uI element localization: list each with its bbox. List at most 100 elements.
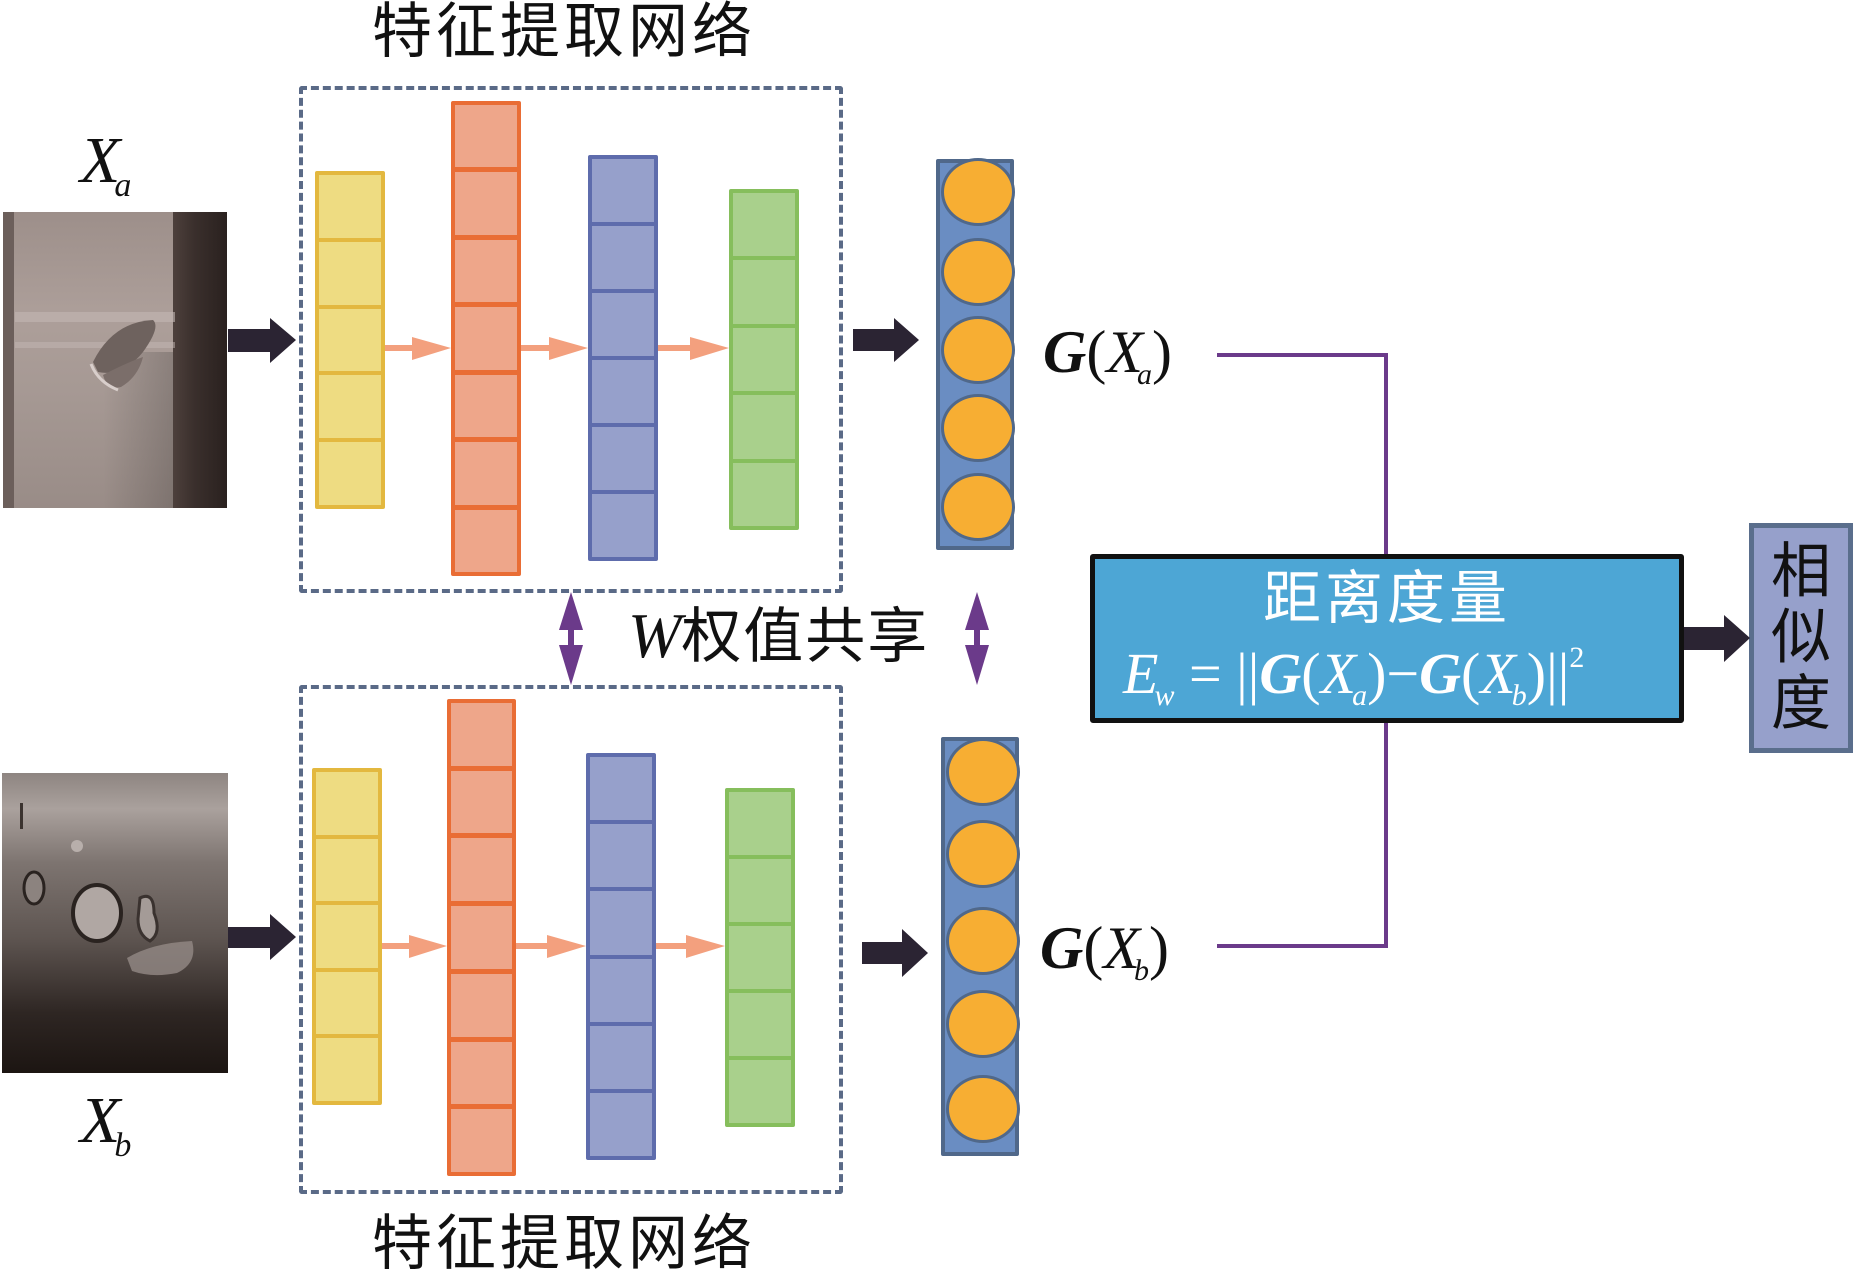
layer-cell xyxy=(590,1021,652,1089)
formula-p2-open: ( xyxy=(1461,641,1481,706)
branch-a-layer-3 xyxy=(588,155,658,561)
feature-vector-b xyxy=(941,737,1020,1156)
bottom-branch-title: 特征提取网络 xyxy=(372,1209,756,1279)
output-a-x: X xyxy=(1106,319,1143,385)
output-a-g: G xyxy=(1043,319,1087,385)
layer-cell xyxy=(319,237,381,305)
feature-node xyxy=(941,473,1015,541)
branch-b-layer-1 xyxy=(312,768,382,1105)
arrow-input-a-icon xyxy=(228,318,296,363)
layer-cell xyxy=(733,193,795,256)
branch-a-layer-4 xyxy=(729,189,799,530)
layer-cell xyxy=(729,1056,791,1123)
layer-cell xyxy=(592,356,654,423)
layer-cell xyxy=(592,289,654,356)
layer-cell xyxy=(729,922,791,989)
layer-cell xyxy=(451,703,512,766)
layer-cell xyxy=(590,820,652,887)
feature-extraction-box-a xyxy=(299,86,843,593)
layer-cell xyxy=(592,490,654,557)
formula-e: E xyxy=(1123,641,1159,706)
branch-b-layer-2 xyxy=(447,699,516,1176)
distance-formula: Ew = ||G(Xa)−G(Xb)||2 xyxy=(1123,643,1584,711)
layer-cell xyxy=(592,222,654,289)
feature-vector-a xyxy=(936,158,1015,550)
weight-sharing-text: 权值共享 xyxy=(681,602,930,672)
layer-cell xyxy=(455,167,517,234)
layer-cell xyxy=(590,1088,652,1156)
formula-norm-close: || xyxy=(1546,641,1570,706)
layer-cell xyxy=(451,765,512,834)
similarity-char-2: 似 xyxy=(1771,603,1831,673)
input-image-b xyxy=(2,773,228,1073)
layer-cell xyxy=(733,256,795,323)
input-a-var: X xyxy=(80,124,121,197)
formula-x1-sub: a xyxy=(1352,679,1368,712)
layer-cell xyxy=(451,1104,512,1172)
arrow-input-b-icon xyxy=(228,914,296,960)
input-b-var: X xyxy=(80,1084,121,1157)
feature-node xyxy=(946,907,1020,975)
formula-p1-close: ) xyxy=(1367,641,1387,706)
input-a-subscript: a xyxy=(114,167,132,204)
feature-node xyxy=(941,158,1015,226)
feature-extraction-box-b xyxy=(299,685,843,1194)
arrow-vector-b-icon xyxy=(862,929,928,977)
similarity-char-1: 相 xyxy=(1771,537,1831,607)
formula-x2: X xyxy=(1480,641,1516,706)
connector-a xyxy=(1217,353,1388,554)
layer-cell xyxy=(590,887,652,954)
arrow-vector-a-icon xyxy=(853,318,919,362)
layer-cell xyxy=(316,1034,378,1101)
layer-cell xyxy=(451,901,512,969)
layer-cell xyxy=(316,967,378,1035)
weight-symbol: W xyxy=(628,600,682,671)
output-b-g: G xyxy=(1040,915,1084,981)
formula-e-sub: w xyxy=(1154,679,1175,712)
formula-p2-close: ) xyxy=(1526,641,1547,706)
formula-equals: = xyxy=(1174,641,1237,706)
feature-node xyxy=(941,394,1015,462)
layer-cell xyxy=(455,437,517,504)
feature-node xyxy=(946,738,1020,806)
output-b-label: G(Xb) xyxy=(1040,918,1169,986)
input-b-subscript: b xyxy=(114,1127,132,1164)
output-a-paren-close: ) xyxy=(1151,319,1172,385)
input-image-a xyxy=(3,212,227,508)
layer-cell xyxy=(319,304,381,372)
layer-cell xyxy=(455,234,517,302)
distance-metric-box: 距离度量 Ew = ||G(Xa)−G(Xb)||2 xyxy=(1090,554,1684,723)
layer-cell xyxy=(455,369,517,437)
formula-norm-open: || xyxy=(1236,641,1260,706)
output-a-subscript: a xyxy=(1136,358,1152,391)
formula-p1-open: ( xyxy=(1301,641,1321,706)
branch-b-layer-3 xyxy=(586,753,656,1160)
layer-cell xyxy=(455,105,517,167)
arrow-similarity-icon xyxy=(1684,615,1750,662)
layer-cell xyxy=(733,323,795,391)
output-a-label: G(Xa) xyxy=(1043,322,1172,390)
output-b-subscript: b xyxy=(1133,954,1149,987)
weight-sharing-label: W权值共享 xyxy=(628,604,929,668)
layer-cell xyxy=(451,968,512,1037)
formula-g2: G xyxy=(1419,641,1461,706)
layer-cell xyxy=(590,954,652,1022)
weight-share-arrow-left-icon xyxy=(559,592,583,685)
top-branch-title: 特征提取网络 xyxy=(372,0,756,67)
output-a-paren-open: ( xyxy=(1086,319,1107,385)
layer-cell xyxy=(319,175,381,238)
output-b-x: X xyxy=(1103,915,1140,981)
feature-node xyxy=(941,238,1015,306)
formula-power: 2 xyxy=(1569,641,1585,674)
output-b-paren-open: ( xyxy=(1083,915,1104,981)
feature-node xyxy=(941,316,1015,384)
feature-node xyxy=(946,990,1020,1058)
similarity-box: 相 似 度 xyxy=(1749,523,1853,753)
layer-cell xyxy=(590,757,652,820)
similarity-char-3: 度 xyxy=(1771,669,1831,739)
layer-cell xyxy=(316,901,378,968)
distance-metric-title: 距离度量 xyxy=(1262,564,1511,632)
layer-cell xyxy=(316,772,378,835)
input-a-label: Xa xyxy=(80,128,131,203)
branch-b-layer-4 xyxy=(725,788,795,1127)
